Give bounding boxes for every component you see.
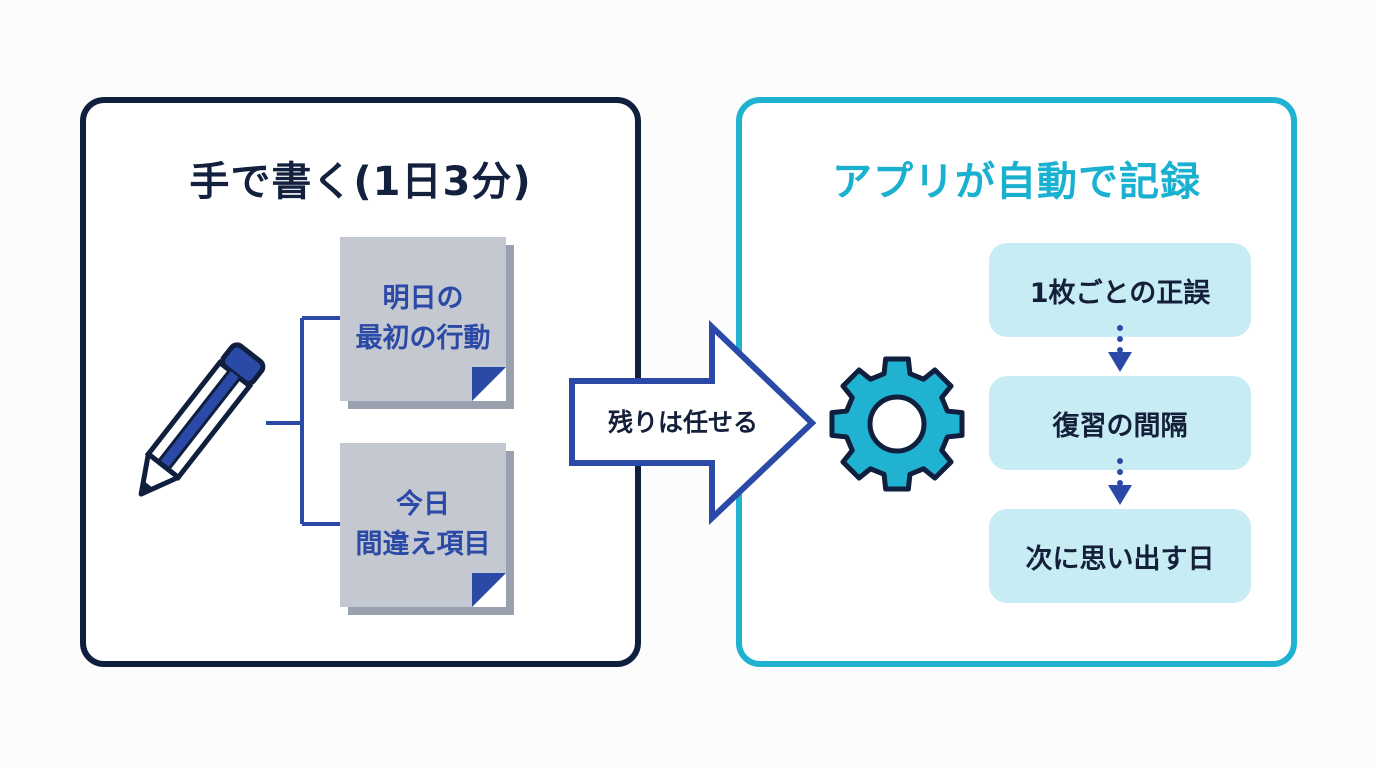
step-per-sheet-correctness: 1枚ごとの正誤 [989, 243, 1251, 337]
note-fold [472, 573, 506, 607]
auto-record-panel-title: アプリが自動で記録 [832, 159, 1201, 205]
handwrite-panel-title: 手で書く(1日3分) [189, 159, 532, 205]
step-next-recall-date: 次に思い出す日 [989, 509, 1251, 603]
note-fold [472, 367, 506, 401]
note-label: 明日の 最初の行動 [355, 283, 491, 354]
note-today-mistakes: 今日 間違え項目 [340, 443, 506, 607]
note-label: 今日 間違え項目 [355, 489, 491, 560]
handoff-arrow-label: 残りは任せる [607, 408, 758, 437]
step-review-interval: 復習の間隔 [989, 376, 1251, 470]
note-tomorrow-first-action: 明日の 最初の行動 [340, 237, 506, 401]
